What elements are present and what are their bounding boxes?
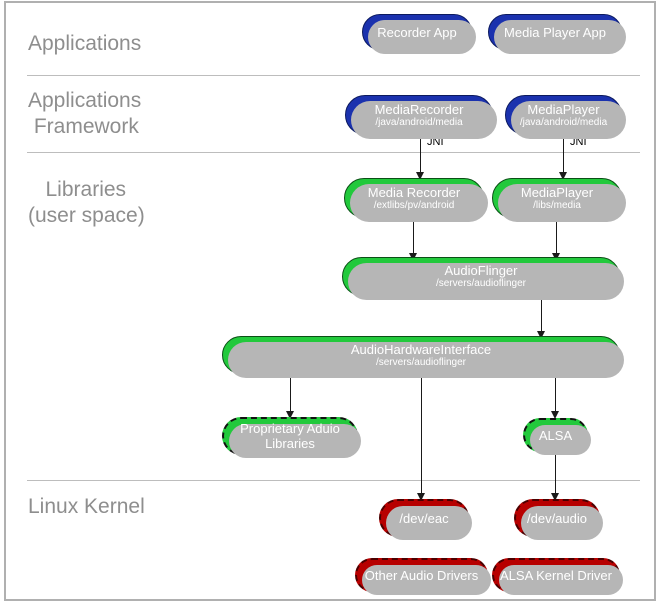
node-shadow [350, 184, 488, 222]
node-shadow [530, 425, 591, 455]
connector-ahi-dev-eac [421, 374, 422, 498]
node-subtitle: Libraries [265, 436, 315, 451]
node-proprietary-audio-libraries[interactable]: Proprietary Aduio Libraries [222, 417, 361, 458]
node-title: Recorder App [377, 24, 457, 40]
node-shadow [229, 424, 361, 458]
divider-applications-bottom [27, 75, 640, 76]
node-title: AudioFlinger [444, 263, 518, 278]
node-media-player-library[interactable]: MediaPlayer /libs/media [492, 178, 626, 222]
arrowhead-mediarecorder-jni [416, 172, 424, 180]
node-title: Proprietary Aduio [240, 421, 340, 436]
node-subtitle: /java/android/media [519, 116, 608, 128]
node-shadow [499, 565, 623, 595]
node-shadow [521, 506, 603, 540]
layer-label-libraries: Libraries (user space) [28, 178, 145, 227]
node-audioflinger[interactable]: AudioFlinger /servers/audioflinger [342, 257, 624, 300]
node-subtitle: /extlibs/pv/android [373, 199, 455, 211]
diagram-frame [4, 1, 656, 601]
node-media-player-app[interactable]: Media Player App [488, 14, 626, 54]
node-title: ALSA [538, 427, 573, 443]
connector-mediaplayer-jni [563, 135, 564, 177]
node-alsa-kernel-driver[interactable]: ALSA Kernel Driver [492, 558, 623, 595]
connector-mediarecorderlib-audioflinger [413, 218, 414, 258]
arrowhead-audioflinger-audiohardwareinterface [537, 331, 545, 339]
node-alsa[interactable]: ALSA [523, 418, 591, 455]
node-subtitle: /libs/media [533, 199, 581, 211]
connector-ahi-proprietary-libs [290, 374, 291, 416]
connector-ahi-alsa [555, 374, 556, 416]
layer-label-linux-kernel: Linux Kernel [28, 495, 145, 518]
node-recorder-app[interactable]: Recorder App [362, 14, 476, 54]
divider-libraries-bottom [27, 480, 640, 481]
node-media-recorder-library[interactable]: Media Recorder /extlibs/pv/android [344, 178, 488, 222]
node-title: MediaPlayer [520, 184, 594, 200]
node-title: /dev/audio [527, 510, 587, 526]
node-title: Media Player App [504, 24, 606, 40]
node-shadow [228, 342, 624, 378]
connector-alsa-dev-audio [555, 452, 556, 498]
layer-label-applications: Applications [28, 32, 142, 55]
node-title: ALSA Kernel Driver [500, 567, 612, 583]
node-shadow [494, 20, 626, 54]
edge-label-jni-recorder: JNI [427, 136, 444, 148]
node-shadow [348, 263, 624, 300]
node-audiohardwareinterface[interactable]: AudioHardwareInterface /servers/audiofli… [222, 336, 624, 378]
node-dev-eac[interactable]: /dev/eac [379, 499, 472, 540]
edge-label-jni-player: JNI [570, 136, 587, 148]
node-title: MediaPlayer [527, 101, 600, 117]
arrowhead-ahi-dev-eac [417, 493, 425, 501]
node-shadow [498, 184, 626, 222]
node-mediarecorder-framework[interactable]: MediaRecorder /java/android/media [345, 95, 497, 139]
node-title: MediaRecorder [374, 101, 464, 117]
node-shadow [351, 101, 497, 139]
node-other-audio-drivers[interactable]: Other Audio Drivers [355, 558, 491, 595]
node-title: Other Audio Drivers [364, 567, 479, 583]
arrowhead-ahi-alsa [551, 411, 559, 419]
connector-audioflinger-audiohardwareinterface [541, 296, 542, 336]
connector-mediaplayerlib-audioflinger [556, 218, 557, 258]
node-shadow [511, 101, 626, 139]
node-subtitle: /servers/audioflinger [375, 356, 467, 368]
arrowhead-ahi-proprietary-libs [286, 411, 294, 419]
node-subtitle: /servers/audioflinger [435, 278, 527, 289]
connector-mediarecorder-jni [420, 135, 421, 177]
arrowhead-mediaplayer-jni [559, 172, 567, 180]
node-dev-audio[interactable]: /dev/audio [514, 499, 603, 540]
layer-label-applications-framework: Applications Framework [28, 89, 142, 138]
node-shadow [368, 20, 476, 54]
node-subtitle: /java/android/media [375, 116, 463, 128]
divider-framework-bottom [27, 152, 640, 153]
node-title: AudioHardwareInterface [350, 341, 492, 357]
node-title: Media Recorder [367, 184, 461, 200]
arrowhead-alsa-dev-audio [551, 493, 559, 501]
node-shadow [386, 506, 472, 540]
node-mediaplayer-framework[interactable]: MediaPlayer /java/android/media [505, 95, 626, 139]
node-title: /dev/eac [399, 510, 449, 526]
node-shadow [362, 565, 491, 595]
